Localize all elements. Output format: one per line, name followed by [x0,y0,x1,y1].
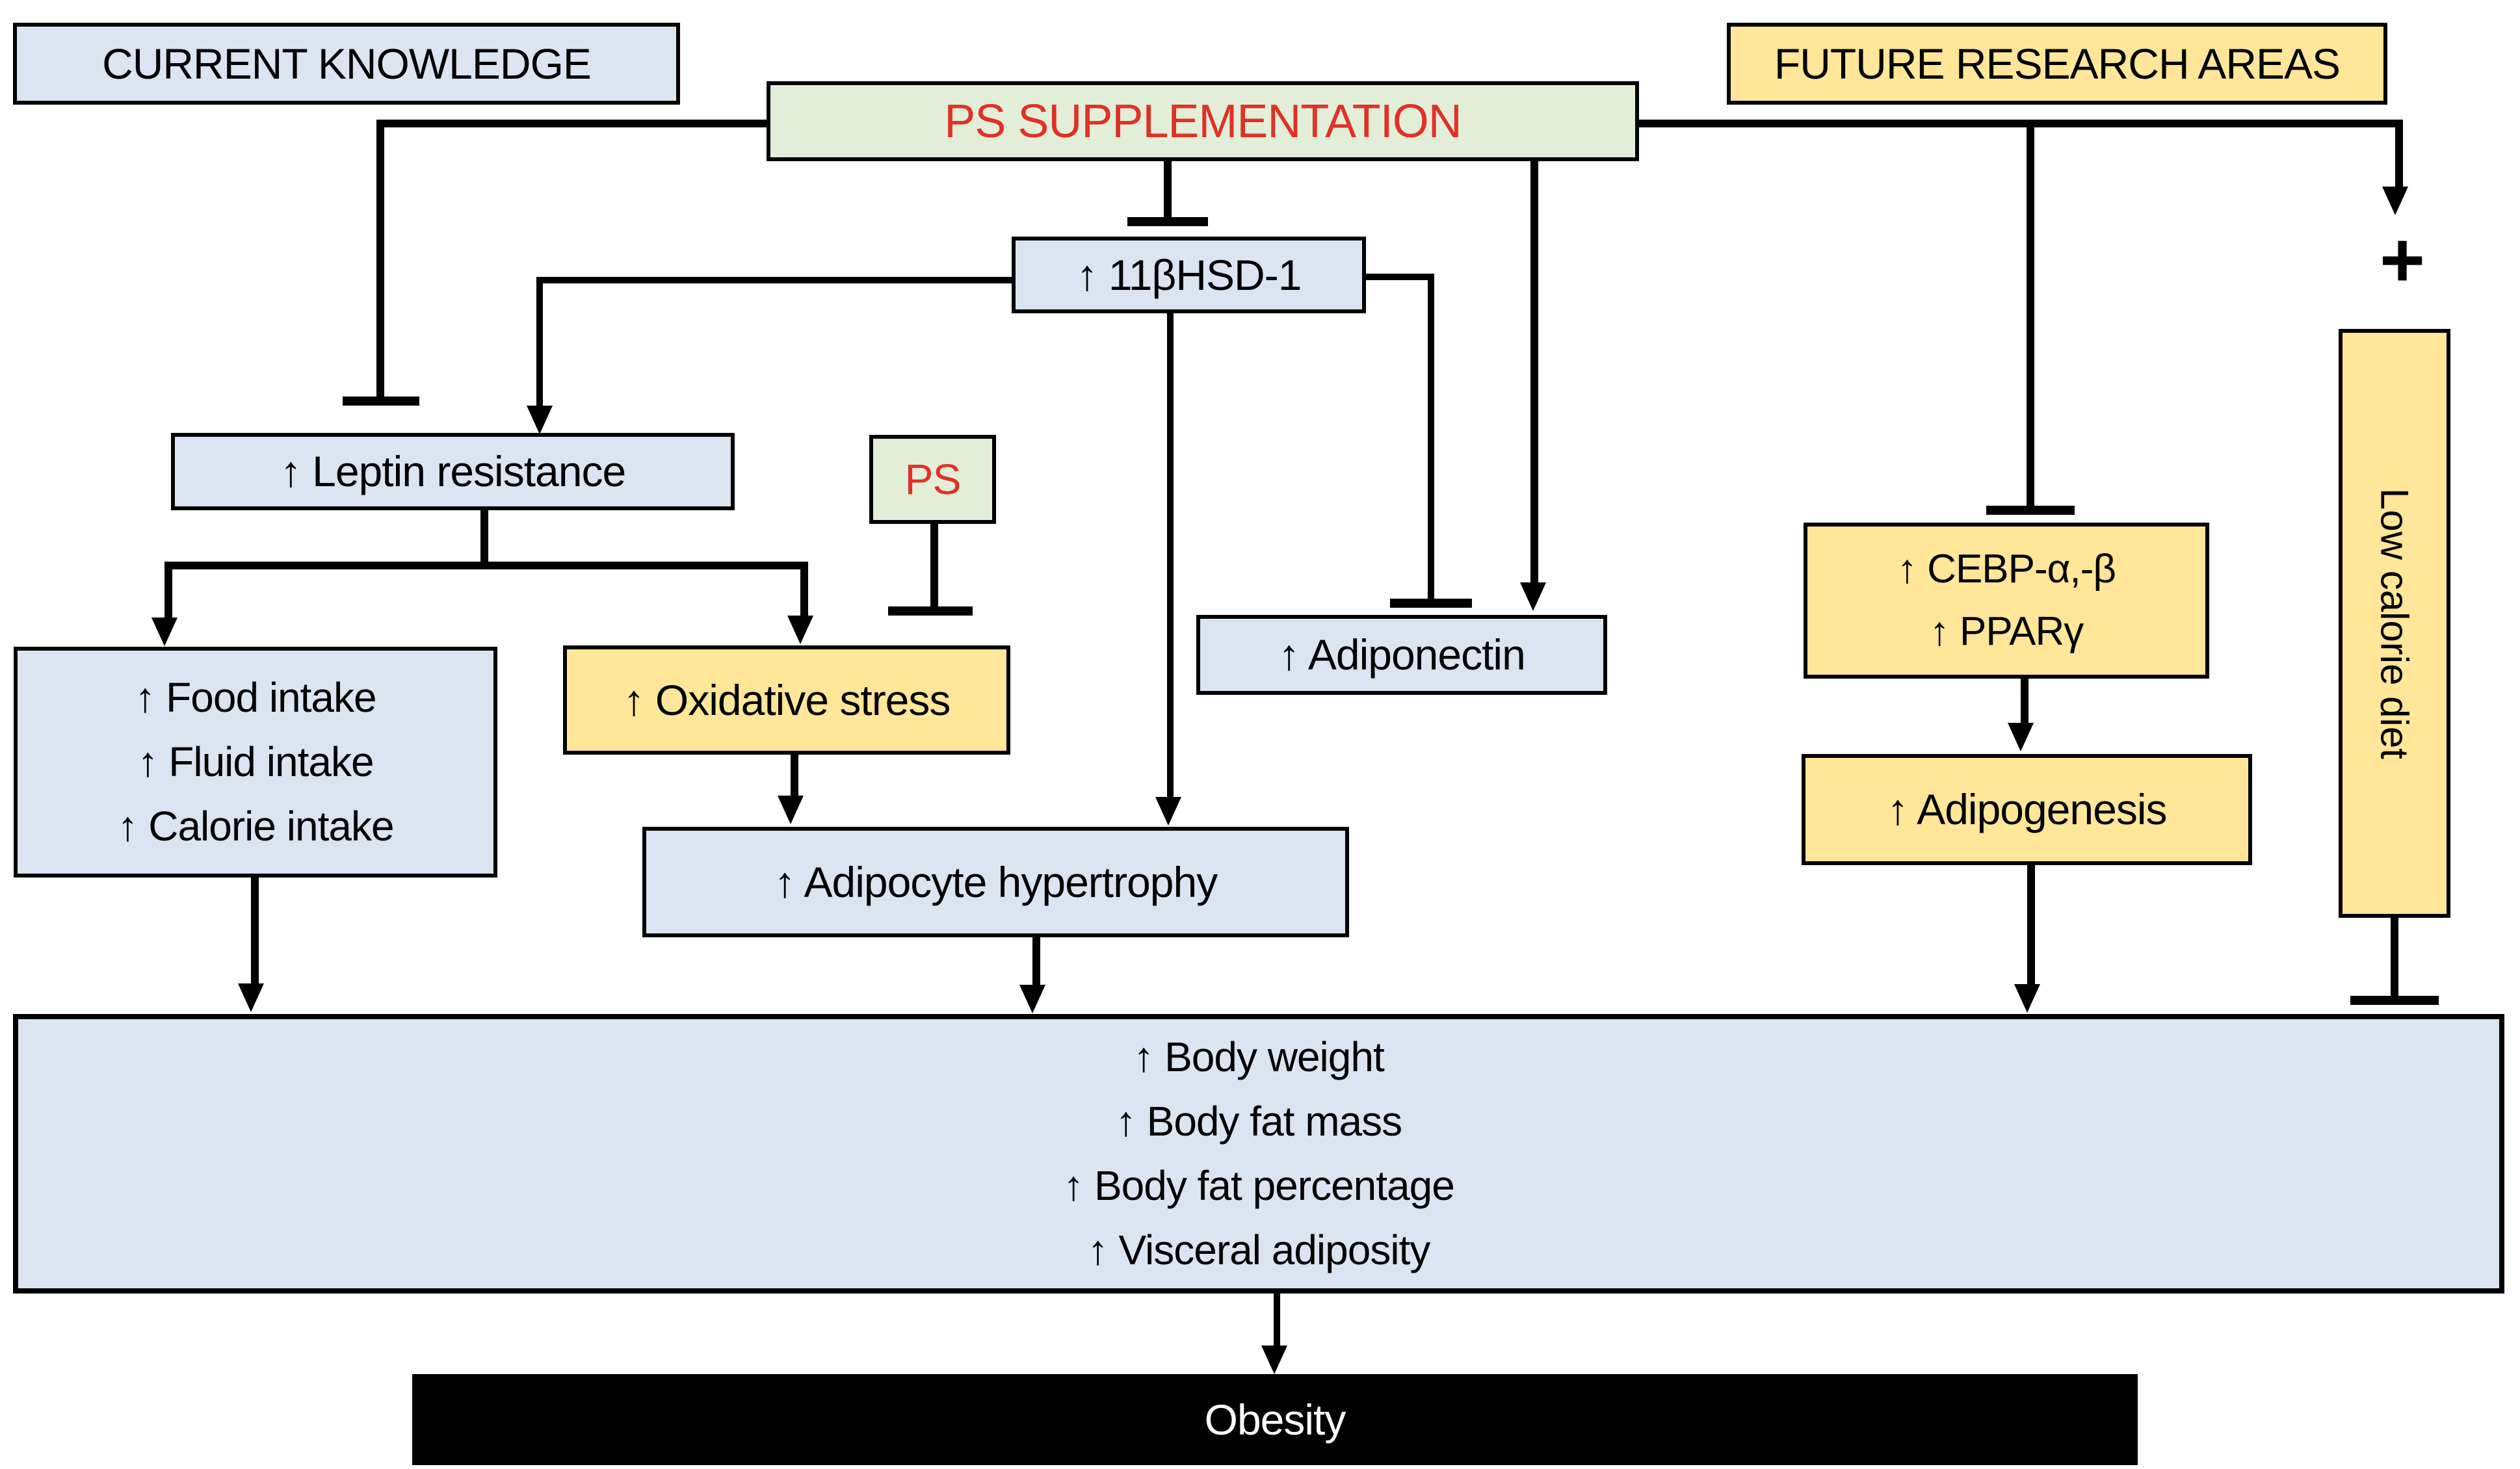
outcome-body-weight: ↑ Body weight [1133,1033,1384,1080]
low-calorie-diet-node: Low calorie diet [2339,329,2450,918]
adipogenesis-to-outcomes-vline [2027,865,2035,985]
hsd1-node: ↑ 11βHSD-1 [1012,237,1366,313]
hsd1-to-hypertrophy-arrowhead-icon [1155,797,1181,826]
outcomes-to-obesity-arrowhead-icon [1261,1346,1287,1374]
adipogenesis-node: ↑ Adipogenesis [1802,754,2252,865]
leptin-to-oxidative-vline [800,562,808,617]
leptin-to-oxidative-arrowhead-icon [787,616,813,644]
ps-inhibits-hsd1-tbar [1127,217,1208,226]
adiponectin-node: ↑ Adiponectin [1196,615,1607,695]
hsd1-inhibits-adiponectin-tbar [1390,599,1472,608]
ps-to-leptin-vline [376,120,384,399]
ps-to-plus-vline [2395,120,2403,188]
leptin-branch-hline [164,562,808,569]
ps-to-cebp-vline [2027,124,2034,506]
ps-small-node: PS [869,435,996,524]
outcomes-node: ↑ Body weight ↑ Body fat mass ↑ Body fat… [13,1014,2504,1294]
ps-to-adiponectin-vline [1530,161,1538,584]
adipocyte-hypertrophy-label: ↑ Adipocyte hypertrophy [774,857,1218,906]
ps-to-right-hline [1639,120,2403,127]
intake-line-fluid: ↑ Fluid intake [137,738,374,785]
intake-to-outcomes-arrowhead-icon [238,983,264,1012]
outcomes-to-obesity-vline [1274,1294,1280,1347]
hypertrophy-to-outcomes-vline [1032,937,1040,986]
hsd1-label: ↑ 11βHSD-1 [1076,250,1302,299]
intake-line-food: ↑ Food intake [135,673,376,721]
ps-small-to-oxidative-vline [930,524,938,608]
oxidative-stress-label: ↑ Oxidative stress [623,675,951,724]
ps-small-label: PS [904,455,961,504]
current-knowledge-header: CURRENT KNOWLEDGE [13,23,680,105]
ps-inhibits-oxidative-tbar [888,606,973,616]
cebp-line: ↑ CEBP-α,-β [1897,546,2116,592]
ps-to-hsd1-vline [1164,161,1172,217]
obesity-label: Obesity [1204,1395,1346,1444]
hsd1-to-leptin-arrowhead-icon [527,406,553,434]
hsd1-to-leptin-hline [540,277,1012,283]
adipocyte-hypertrophy-node: ↑ Adipocyte hypertrophy [642,827,1349,937]
ps-supplementation-node: PS SUPPLEMENTATION [767,81,1639,161]
leptin-to-intake-arrowhead-icon [151,618,177,646]
intake-node: ↑ Food intake ↑ Fluid intake ↑ Calorie i… [14,647,497,878]
ps-supplementation-label: PS SUPPLEMENTATION [944,95,1462,148]
hsd1-to-adiponectin-hline [1366,274,1434,280]
intake-to-outcomes-vline [251,878,259,985]
outcome-visceral-adiposity: ↑ Visceral adiposity [1087,1227,1431,1274]
ps-inhibits-leptin-tbar [343,396,419,406]
ps-to-plus-arrowhead-icon [2382,187,2408,215]
intake-line-calorie: ↑ Calorie intake [117,803,394,850]
adipogenesis-label: ↑ Adipogenesis [1887,785,2168,834]
hypertrophy-to-outcomes-arrowhead-icon [1019,985,1045,1013]
leptin-resistance-node: ↑ Leptin resistance [171,433,735,510]
future-research-label: FUTURE RESEARCH AREAS [1774,39,2341,88]
leptin-to-intake-vline [164,562,172,619]
current-knowledge-label: CURRENT KNOWLEDGE [102,39,592,88]
ppar-line: ↑ PPARγ [1929,609,2084,654]
oxidative-stress-node: ↑ Oxidative stress [563,645,1010,755]
oxidative-to-hypertrophy-arrowhead-icon [778,796,804,824]
ps-to-leptin-hline [380,120,767,127]
ps-to-adiponectin-arrowhead-icon [1520,582,1546,611]
low-calorie-diet-label: Low calorie diet [2372,488,2417,759]
outcome-body-fat-mass: ↑ Body fat mass [1115,1097,1402,1145]
future-research-header: FUTURE RESEARCH AREAS [1727,23,2387,105]
leptin-resistance-label: ↑ Leptin resistance [280,447,626,496]
hsd1-to-leptin-vline [536,277,543,407]
outcome-body-fat-percentage: ↑ Body fat percentage [1063,1162,1455,1209]
lowcal-inhibits-outcomes-tbar [2350,996,2439,1005]
hsd1-to-adiponectin-vline [1428,274,1434,599]
cebp-to-adipogenesis-vline [2021,679,2028,724]
cebp-ppar-node: ↑ CEBP-α,-β ↑ PPARγ [1804,523,2209,679]
leptin-branch-stem-vline [480,510,488,566]
hsd1-to-hypertrophy-vline [1167,313,1174,797]
oxidative-to-hypertrophy-vline [791,755,798,797]
lowcal-to-outcomes-vline [2391,918,2398,996]
adiponectin-label: ↑ Adiponectin [1278,630,1526,679]
obesity-node: Obesity [412,1374,2138,1465]
cebp-to-adipogenesis-arrowhead-icon [2008,723,2034,751]
ps-inhibits-cebp-tbar [1986,506,2075,515]
adipogenesis-to-outcomes-arrowhead-icon [2014,984,2040,1013]
plus-sign-icon: + [2379,216,2426,304]
